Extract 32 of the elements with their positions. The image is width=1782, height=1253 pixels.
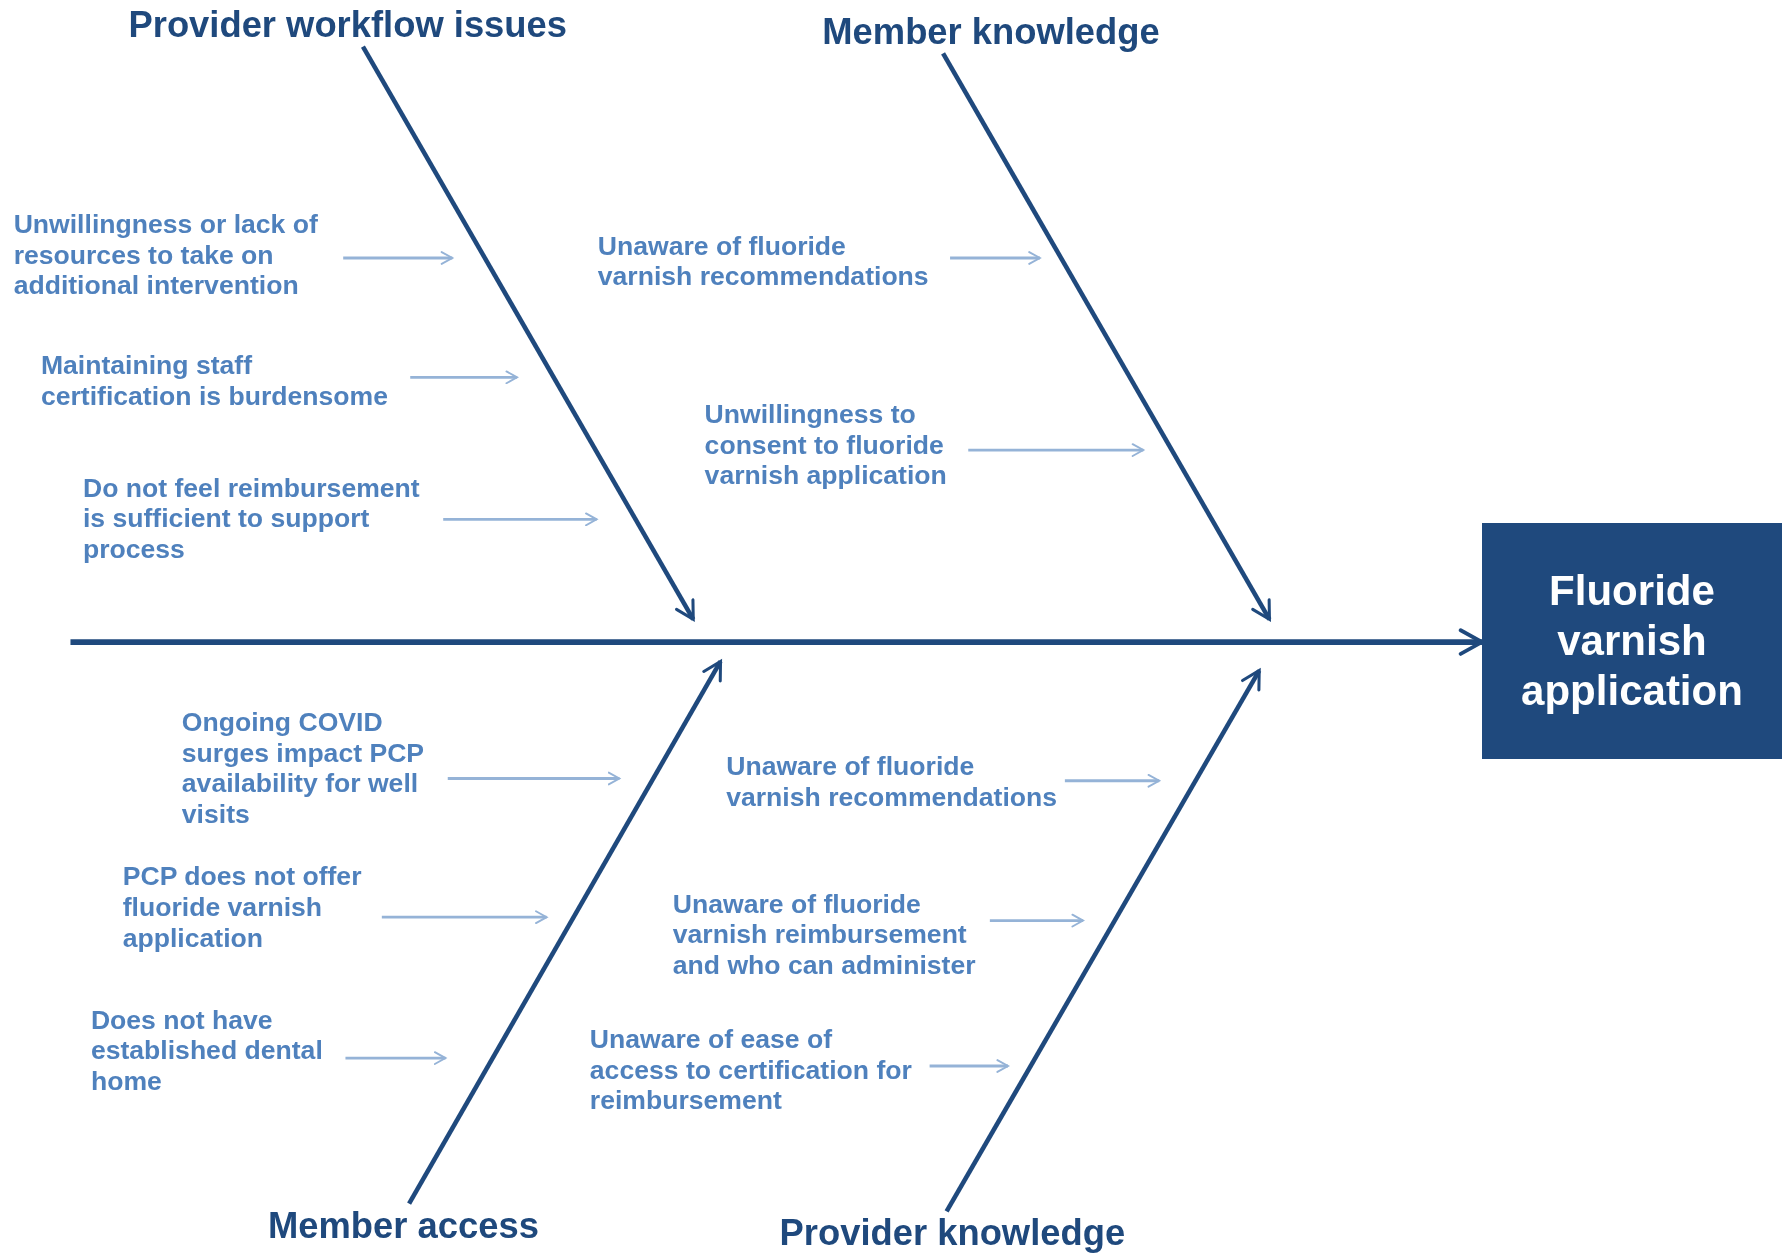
cause-text: PCP does not offer fluoride varnish application: [122, 861, 363, 954]
cause-text: Unwillingness or lack of resources to take on additional intervention: [13, 209, 319, 302]
outcome-box: [1481, 522, 1782, 760]
outcome-text: Fluoride varnish application: [1520, 565, 1744, 716]
cause-text: Do not feel reimbursement is sufficient to support process: [82, 472, 421, 565]
cause-arrow: [989, 913, 1084, 928]
cause-text: Does not have established dental home: [90, 1004, 324, 1097]
category-label: Member knowledge: [822, 10, 1160, 54]
cause-arrow: [343, 251, 454, 265]
bone-arrow: [360, 45, 696, 621]
cause-arrow: [381, 910, 548, 924]
category-label: Member access: [268, 1203, 539, 1247]
cause-text: Maintaining staff certification is burdensome: [40, 350, 389, 412]
bone-arrow: [944, 669, 1262, 1213]
cause-text: Unaware of ease of access to certification for reimbursement: [589, 1023, 913, 1116]
cause-arrow: [1064, 773, 1161, 788]
cause-text: Unaware of fluoride varnish reimbursement and who can administer: [672, 888, 977, 981]
cause-arrow: [968, 443, 1145, 457]
cause-arrow: [929, 1059, 1009, 1073]
category-label: Provider knowledge: [779, 1211, 1126, 1253]
cause-text: Unaware of fluoride varnish recommendations: [597, 230, 930, 293]
cause-arrow: [410, 370, 519, 385]
cause-arrow: [447, 771, 621, 786]
cause-text: Unwillingness to consent to fluoride varnish application: [704, 398, 948, 491]
cause-arrow: [950, 251, 1041, 265]
cause-text: Ongoing COVID surges impact PCP availability for well visits: [181, 706, 425, 830]
category-label: Provider workflow issues: [128, 3, 567, 47]
cause-arrow: [345, 1051, 447, 1065]
cause-arrow: [443, 512, 598, 527]
bone-arrow: [407, 659, 723, 1205]
bone-arrow: [941, 52, 1272, 621]
cause-text: Unaware of fluoride varnish recommendations: [726, 751, 1059, 813]
